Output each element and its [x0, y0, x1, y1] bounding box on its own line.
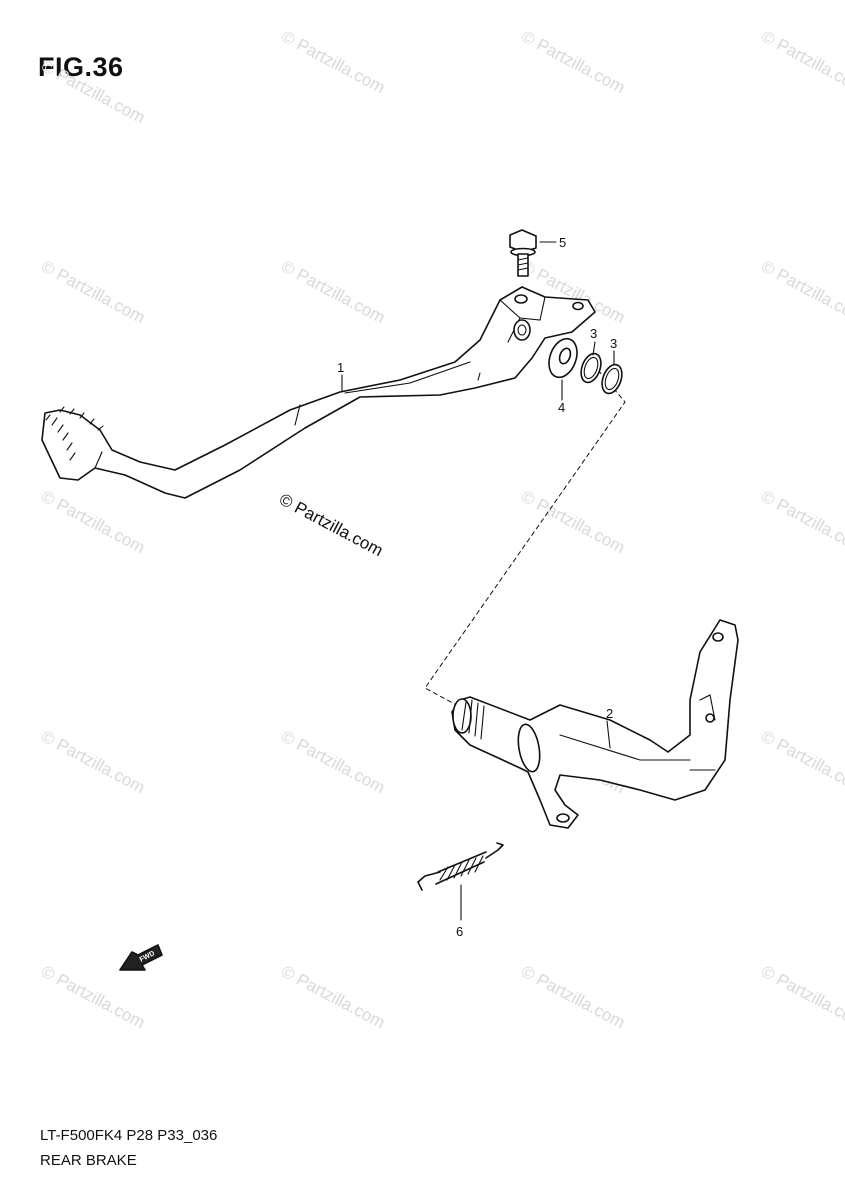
watermark-tile: © Partzilla.com	[278, 727, 388, 798]
watermark-tile: © Partzilla.com	[518, 27, 628, 98]
figure-title: FIG.36	[38, 52, 124, 82]
callout-2: 2	[606, 706, 613, 721]
leader-3a	[592, 341, 596, 356]
watermark-tile: © Partzilla.com	[758, 962, 845, 1033]
watermark-tile: © Partzilla.com	[38, 727, 148, 798]
callout-6: 6	[456, 924, 463, 939]
figure-name: REAR BRAKE	[40, 1152, 137, 1169]
callout-5: 5	[559, 235, 566, 250]
bolt-part-5	[509, 229, 537, 277]
watermark-tile: © Partzilla.com	[38, 487, 148, 558]
watermark-tile: © Partzilla.com	[38, 257, 148, 328]
brake-shaft-part-2	[451, 619, 739, 829]
forward-direction-arrow: FWD	[119, 944, 163, 971]
spring-part-6	[417, 842, 504, 891]
watermark-tile: © Partzilla.com	[758, 727, 845, 798]
watermark-tile: © Partzilla.com	[758, 27, 845, 98]
watermark-tile: © Partzilla.com	[278, 962, 388, 1033]
figure-code: LT-F500FK4 P28 P33_036	[40, 1127, 218, 1144]
watermark-tile: © Partzilla.com	[278, 257, 388, 328]
watermark-tile: © Partzilla.com	[38, 57, 148, 128]
callout-3b: 3	[610, 336, 617, 351]
o-rings-part-3	[580, 352, 623, 395]
washer-part-4	[548, 337, 578, 379]
watermark-tile: © Partzilla.com	[758, 487, 845, 558]
watermark-tile: © Partzilla.com	[278, 27, 388, 98]
brake-pedal-part-1	[41, 286, 596, 499]
callout-1: 1	[337, 360, 344, 375]
callout-3a: 3	[590, 326, 597, 341]
watermark-tile: © Partzilla.com	[758, 257, 845, 328]
watermark-main: © Partzilla.com	[276, 490, 386, 561]
watermark-tile: © Partzilla.com	[38, 962, 148, 1033]
leader-2	[606, 720, 611, 749]
watermark-tile: © Partzilla.com	[518, 962, 628, 1033]
callout-4: 4	[558, 400, 565, 415]
watermark-tile: © Partzilla.com	[518, 487, 628, 558]
